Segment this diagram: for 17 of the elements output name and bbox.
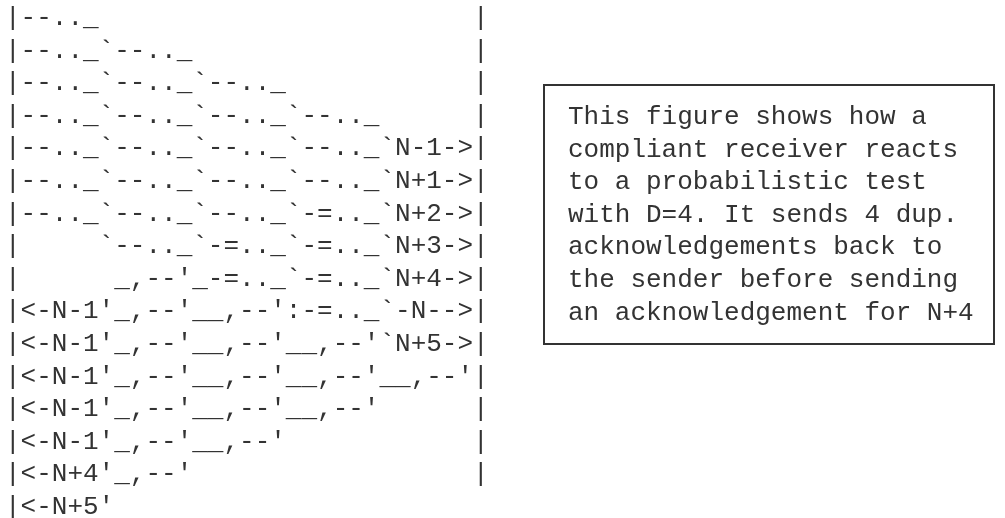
ascii-art-line: |--.._`--.._`--.._`--.._ |	[5, 99, 489, 133]
ascii-art-line: |--.._`--.._`--.._`--.._`N-1->|	[5, 132, 489, 165]
ascii-art-line: |<-N-1'_,--'__,--'__,--'__,--'|	[5, 360, 489, 394]
ascii-art-line: |<-N-1'_,--'__,--' |	[5, 425, 489, 459]
note-text: This figure shows how a compliant receiver reacts to a probabilistic test with D=4. It sends 4 dup. acknowledgements back to the sender before sending an acknowledgement for N+4	[568, 101, 974, 330]
note-box	[543, 84, 995, 345]
ascii-art-line: |<-N-1'_,--'__,--'__,--' |	[5, 393, 489, 426]
ascii-art-line: |<-N-1'_,--'__,--'__,--'`N+5->|	[5, 327, 489, 361]
ascii-art-line: |--.._ |	[5, 2, 489, 35]
ascii-art-line: | `--.._`-=.._`-=.._`N+3->|	[5, 230, 489, 263]
ascii-art-line: |--.._`--.._ |	[5, 34, 489, 68]
ascii-art-line: |<-N+4'_,--' |	[5, 458, 489, 491]
ascii-art-line: |--.._`--.._`--.._ |	[5, 67, 489, 100]
ascii-art-line: |<-N-1'_,--'__,--':-=.._`-N-->|	[5, 295, 489, 328]
ascii-art-line: |--.._`--.._`--.._`-=.._`N+2->|	[5, 197, 489, 231]
ascii-art-line: |--.._`--.._`--.._`--.._`N+1->|	[5, 164, 489, 198]
ascii-art-line: | _,--'_-=.._`-=.._`N+4->|	[5, 262, 489, 296]
